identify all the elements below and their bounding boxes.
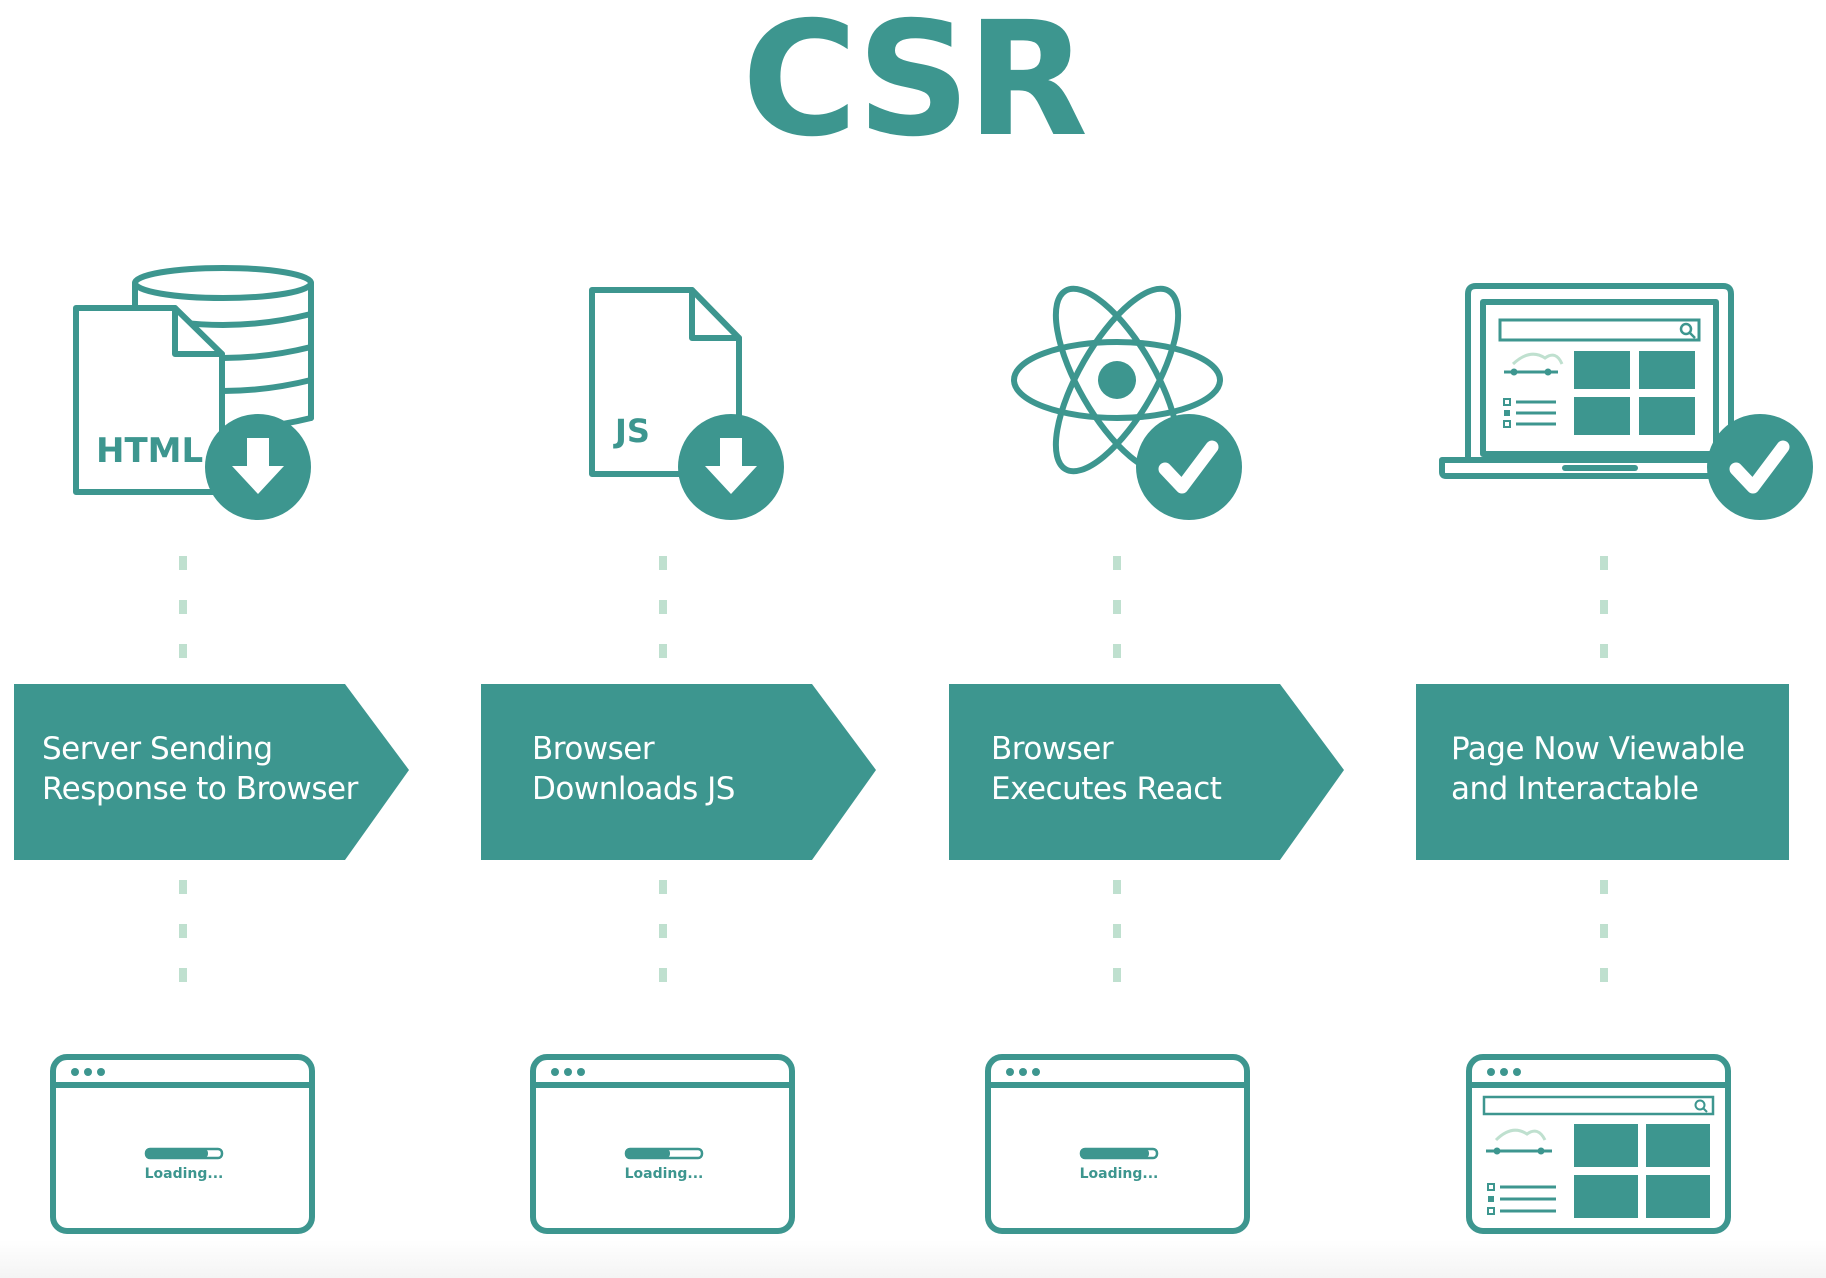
stage-banner-1: [14, 684, 409, 860]
stage-banner-3: [949, 684, 1344, 860]
browser-window-2: Loading...: [530, 1054, 795, 1234]
browser-window-3: Loading...: [985, 1054, 1250, 1234]
stage-label-3: Browser Executes React: [991, 731, 1222, 807]
js-file-download-icon: JS: [589, 287, 784, 520]
loading-text-1: Loading...: [145, 1166, 224, 1182]
laptop-page-check-icon: [1439, 283, 1813, 520]
browser-window-4: [1466, 1054, 1731, 1234]
bottom-edge-shadow: [0, 1240, 1826, 1278]
loading-text-3: Loading...: [1080, 1166, 1159, 1182]
stage-banner-4: [1416, 684, 1789, 860]
page-title: CSR: [741, 0, 1088, 172]
stage-label-4: Page Now Viewable and Interactable: [1451, 731, 1745, 807]
react-atom-check-icon: [1011, 285, 1242, 520]
js-label: JS: [613, 412, 650, 450]
browser-window-1: Loading...: [50, 1054, 315, 1234]
stage-label-2: Browser Downloads JS: [532, 731, 735, 807]
html-database-download-icon: HTML: [73, 265, 314, 520]
stage-label-1: Server Sending Response to Browser: [42, 731, 358, 807]
stage-banner-2: [481, 684, 876, 860]
loading-text-2: Loading...: [625, 1166, 704, 1182]
html-label: HTML: [96, 431, 203, 471]
